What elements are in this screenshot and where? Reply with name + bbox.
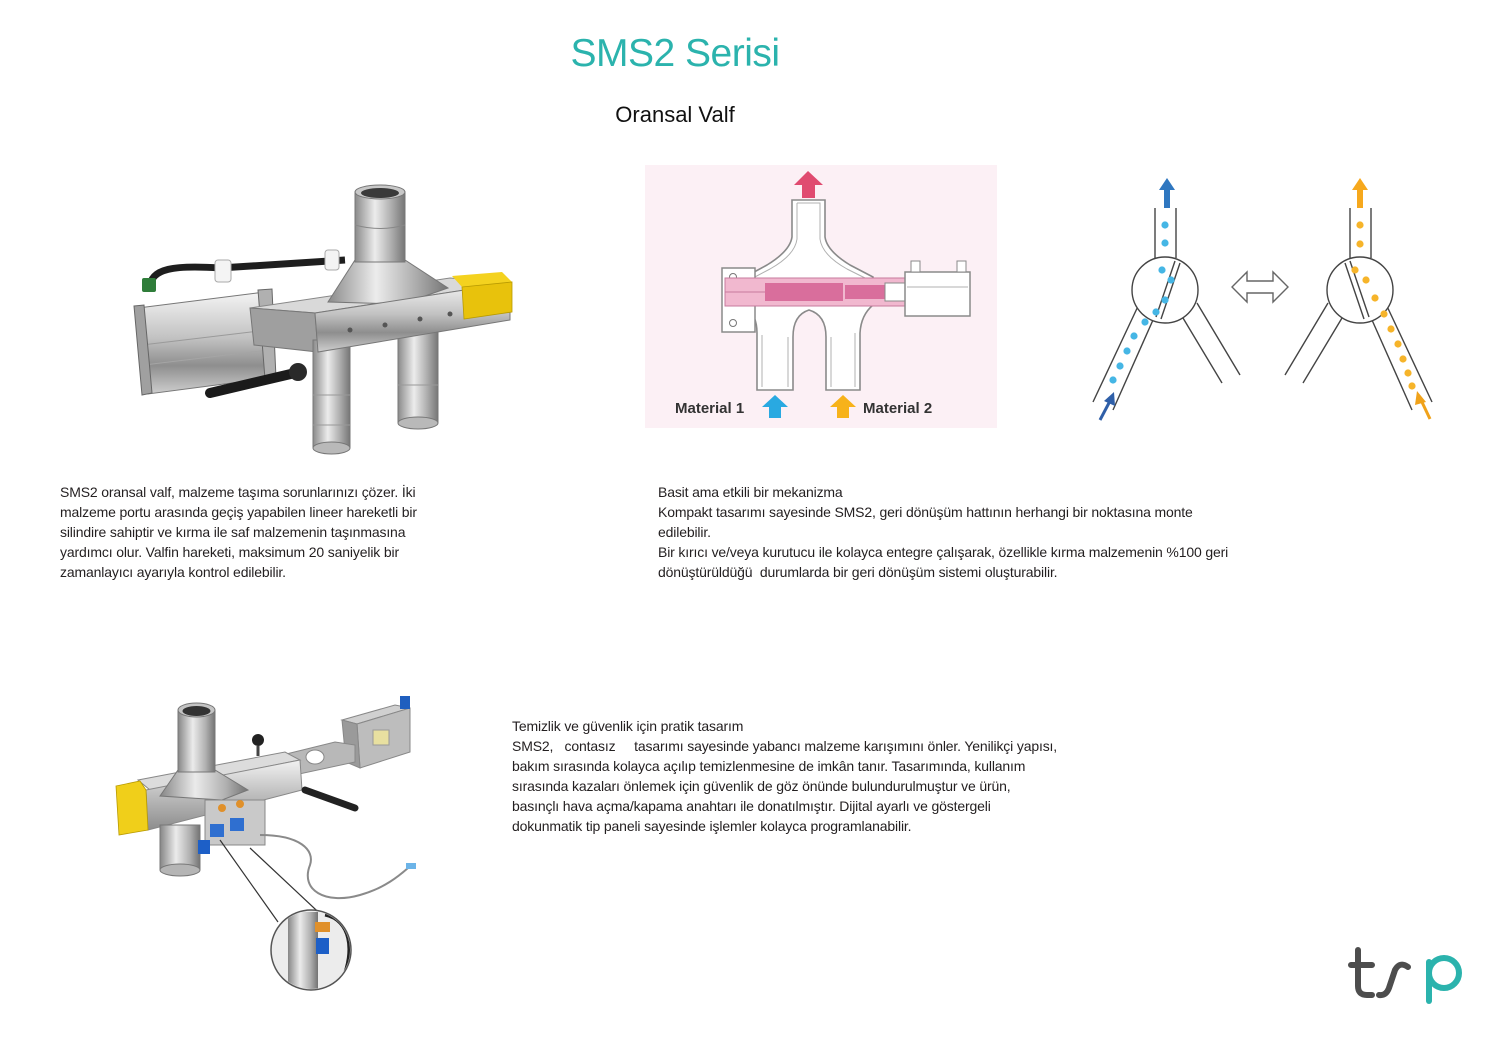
flow-position-2 [1284, 208, 1433, 411]
flow-position-1 [1092, 208, 1241, 411]
logo-letter-p-bowl [1426, 955, 1462, 991]
paragraph-line: dokunmatik tip paneli sayesinde işlemler… [512, 818, 912, 834]
outlet-pipe-right [397, 329, 439, 430]
material-1-arrow-icon [762, 395, 788, 418]
plate-bolts [347, 311, 453, 333]
paragraph-line: sırasında kazaları önlemek için güvenlik… [512, 778, 1011, 794]
section-heading: Basit ama etkili bir mekanizma [658, 484, 843, 500]
output-arrow-icon [794, 171, 823, 198]
slide-rod [724, 277, 906, 307]
page-title: SMS2 Serisi [570, 32, 780, 75]
clamp-handles [252, 734, 359, 812]
paragraph-line: Kompakt tasarımı sayesinde SMS2, geri dö… [658, 504, 1193, 520]
paragraph-line: SMS2, contasız tasarımı sayesinde yabanc… [512, 738, 1058, 754]
air-hose [142, 249, 346, 292]
paragraph-line: silindire sahiptir ve kırma ile saf malz… [60, 524, 406, 540]
valve-detail-image [115, 696, 416, 991]
outlet-pipe-left [312, 339, 351, 455]
lock-handle [205, 363, 307, 398]
zoom-detail-circle [270, 909, 352, 991]
intro-paragraph: SMS2 oransal valf, malzeme taşıma sorunl… [60, 482, 417, 582]
logo-letter-t [1348, 947, 1375, 998]
material-2-arrow-icon [830, 395, 856, 418]
paragraph-line: basınçlı hava açma/kapama anahtarı ile d… [512, 798, 991, 814]
valve-plate-front [314, 282, 511, 353]
material-flow-diagram [1092, 178, 1433, 421]
outlet-pipe [159, 824, 201, 877]
paragraph-line: SMS2 oransal valf, malzeme taşıma sorunl… [60, 484, 416, 500]
section-heading: Temizlik ve güvenlik için pratik tasarım [512, 718, 744, 734]
material-2-inlet-arrow-icon [1415, 391, 1432, 420]
valve-plate-side [249, 307, 319, 353]
paragraph-line: yardımcı olur. Valfin hareketi, maksimum… [60, 544, 399, 560]
paragraph-line: edilebilir. [658, 524, 711, 540]
material-2-particles [1351, 221, 1416, 390]
yellow-end-cap [115, 780, 149, 836]
yellow-end-cap [452, 272, 513, 320]
hopper-funnel [327, 184, 450, 305]
paragraph-line: dönüştürüldüğü durumlarda bir geri dönüş… [658, 564, 1058, 580]
material-1-particles [1109, 221, 1175, 384]
tsp-logo [1348, 947, 1462, 1004]
logo-letter-s [1376, 961, 1411, 999]
sensor-cable [259, 834, 416, 900]
page-subtitle: Oransal Valf [615, 102, 735, 127]
pneumatic-actuator [884, 260, 971, 317]
valve-product-image [133, 184, 513, 455]
valve-cross-section-diagram: Material 1 Material 2 [645, 165, 997, 428]
mechanism-section: Basit ama etkili bir mekanizma Kompakt t… [658, 482, 1228, 582]
paragraph-line: bakım sırasında kolayca açılıp temizlenm… [512, 758, 1026, 774]
solenoid-valves [198, 799, 266, 854]
paragraph-line: zamanlayıcı ayarıyla kontrol edilebilir. [60, 564, 286, 580]
material-1-inlet-arrow-icon [1098, 392, 1115, 421]
blue-outlet-arrow-icon [1159, 178, 1175, 208]
orange-outlet-arrow-icon [1352, 178, 1368, 208]
paragraph-line: malzeme portu arasında geçiş yapabilen l… [60, 504, 417, 520]
paragraph-line: Bir kırıcı ve/veya kurutucu ile kolayca … [658, 544, 1229, 560]
inlet-funnel [159, 702, 250, 801]
material-2-label: Material 2 [863, 400, 932, 417]
hygiene-safety-section: Temizlik ve güvenlik için pratik tasarım… [512, 716, 1057, 836]
material-1-label: Material 1 [675, 400, 744, 417]
switch-double-arrow-icon [1231, 270, 1289, 304]
